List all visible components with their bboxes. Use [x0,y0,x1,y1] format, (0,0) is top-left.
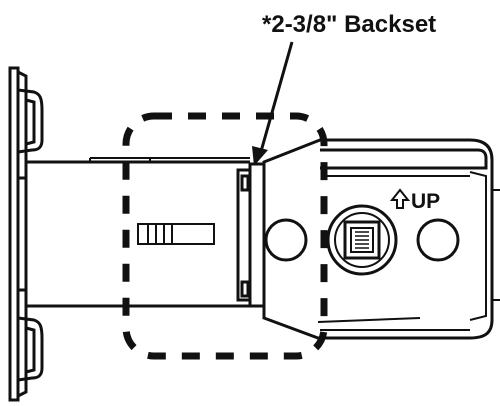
housing-up-marking: UP [411,190,440,213]
latch-body [26,157,250,308]
callout-arrow [252,41,294,166]
faceplate [8,66,44,402]
backset-dashed-outline [122,112,328,360]
body-slot [137,223,215,245]
left-screw-hole [264,218,308,262]
right-screw-hole [416,218,460,262]
spindle-hub [326,204,398,276]
up-arrow-icon [389,188,411,209]
collar-ring [236,162,266,308]
backset-callout-label: *2-3/8" Backset [262,11,436,38]
